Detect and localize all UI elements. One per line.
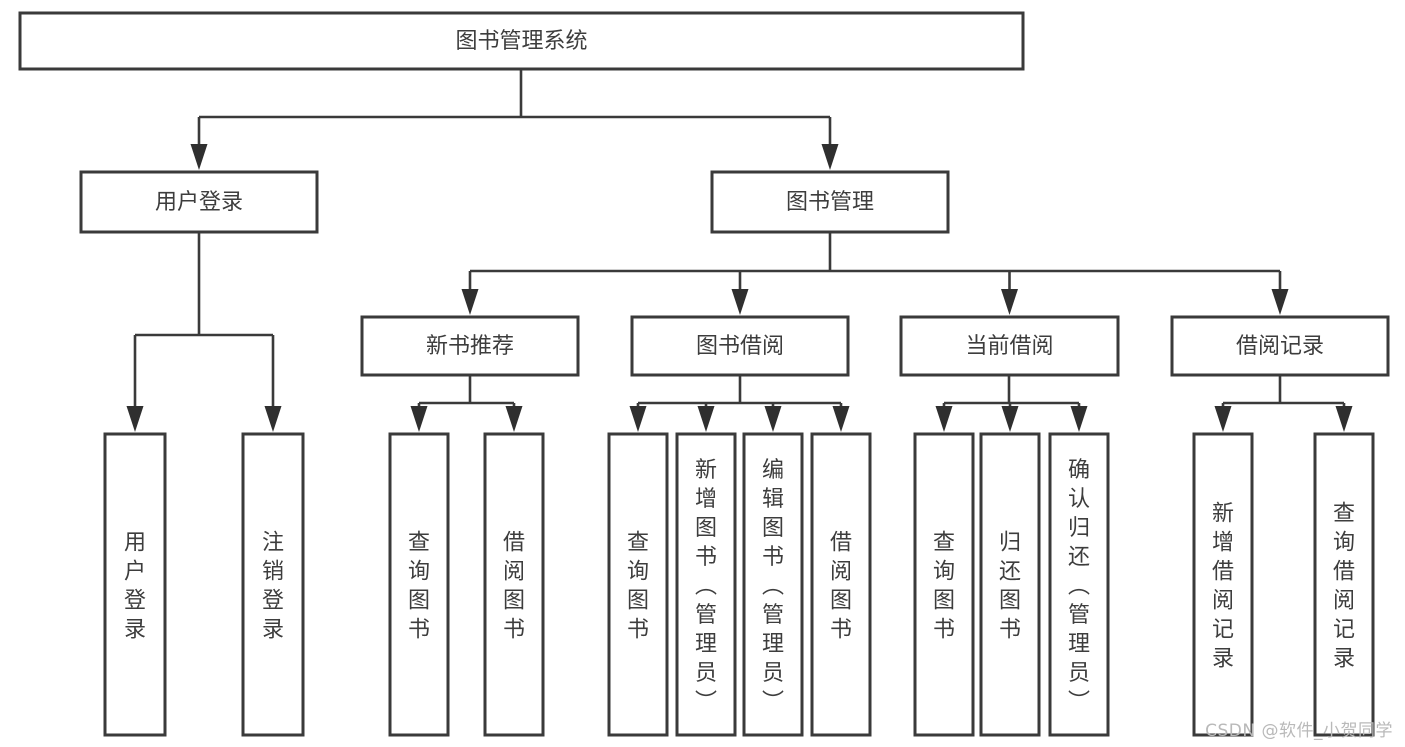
node-box[interactable] [1048,432,1110,737]
node-label: 新增图书︵管理员︶ [695,458,717,715]
node-box[interactable] [388,432,450,737]
node-label: 借阅记录 [1236,334,1324,359]
node-leaf-查询图书-4[interactable]: 查询图书 [607,432,669,737]
node-leaf-借阅图书-7[interactable]: 借阅图书 [810,432,872,737]
connector-group-借阅记录 [1214,375,1353,432]
arrow-head-icon [697,406,715,432]
arrow-head-icon [1001,406,1019,432]
arrow-head-icon [1271,289,1289,315]
node-box[interactable] [810,432,872,737]
node-box[interactable] [1170,315,1390,377]
node-label: 借阅图书 [503,531,525,643]
arrow-head-icon [764,406,782,432]
node-level3-新书推荐-0[interactable]: 新书推荐 [360,315,580,377]
node-box[interactable] [675,432,737,737]
node-box[interactable] [979,432,1041,737]
node-label: 注销登录 [262,531,284,643]
node-leaf-新增借阅记录-11[interactable]: 新增借阅记录 [1192,432,1254,737]
arrow-head-icon [1214,406,1232,432]
arrow-head-icon [505,406,523,432]
node-leaf-新增图书管理员-5[interactable]: 新增图书︵管理员︶ [675,432,737,737]
node-level2-图书管理-1[interactable]: 图书管理 [710,170,950,234]
arrow-head-icon [629,406,647,432]
node-label: 查询图书 [627,531,649,643]
node-leaf-确认归还管理员-10[interactable]: 确认归还︵管理员︶ [1048,432,1110,737]
node-level3-借阅记录-3[interactable]: 借阅记录 [1170,315,1390,377]
node-label: 新增借阅记录 [1212,502,1234,672]
arrow-head-icon [1070,406,1088,432]
node-label: 新书推荐 [426,334,514,359]
arrow-head-icon [935,406,953,432]
node-leaf-查询图书-2[interactable]: 查询图书 [388,432,450,737]
node-label: 归还图书 [999,531,1021,643]
node-leaf-查询图书-8[interactable]: 查询图书 [913,432,975,737]
arrow-head-icon [126,406,144,432]
node-box[interactable] [18,11,1025,71]
node-box[interactable] [607,432,669,737]
arrow-head-icon [1335,406,1353,432]
node-leaf-归还图书-9[interactable]: 归还图书 [979,432,1041,737]
node-leaf-查询借阅记录-12[interactable]: 查询借阅记录 [1313,432,1375,737]
node-label: 查询借阅记录 [1333,502,1355,672]
node-label: 图书管理 [786,190,874,215]
node-label: 用户登录 [155,190,243,215]
node-label: 确认归还︵管理员︶ [1068,458,1090,715]
node-box[interactable] [630,315,850,377]
node-box[interactable] [79,170,319,234]
node-layer: 图书管理系统用户登录图书管理新书推荐图书借阅当前借阅借阅记录用户登录注销登录查询… [18,11,1390,737]
node-leaf-编辑图书管理员-6[interactable]: 编辑图书︵管理员︶ [742,432,804,737]
node-box[interactable] [1192,432,1254,737]
node-box[interactable] [360,315,580,377]
connector-layer [126,69,1353,432]
connector-group-图书管理系统 [190,69,839,170]
connector-group-新书推荐 [410,375,523,432]
node-label: 查询图书 [933,531,955,643]
arrow-head-icon [821,144,839,170]
arrow-head-icon [190,144,208,170]
node-label: 当前借阅 [965,334,1053,359]
arrow-head-icon [410,406,428,432]
node-leaf-用户登录-0[interactable]: 用户登录 [103,432,167,737]
node-box[interactable] [899,315,1120,377]
csdn-watermark: CSDN @软件_小贺同学 [1205,721,1393,741]
node-label: 借阅图书 [830,531,852,643]
node-label: 编辑图书︵管理员︶ [762,458,784,715]
node-label: 用户登录 [124,531,146,643]
arrow-head-icon [461,289,479,315]
node-leaf-注销登录-1[interactable]: 注销登录 [241,432,305,737]
node-box[interactable] [241,432,305,737]
connector-group-图书管理 [461,232,1289,315]
node-label: 查询图书 [408,531,430,643]
node-box[interactable] [710,170,950,234]
arrow-head-icon [1001,289,1018,315]
connector-group-图书借阅 [629,375,850,432]
node-box[interactable] [913,432,975,737]
node-level2-用户登录-0[interactable]: 用户登录 [79,170,319,234]
node-label: 图书管理系统 [455,29,587,54]
arrow-head-icon [731,289,749,315]
node-box[interactable] [483,432,545,737]
node-level3-图书借阅-1[interactable]: 图书借阅 [630,315,850,377]
node-box[interactable] [103,432,167,737]
arrow-head-icon [264,406,282,432]
node-box[interactable] [742,432,804,737]
arrow-head-icon [832,406,850,432]
node-leaf-借阅图书-3[interactable]: 借阅图书 [483,432,545,737]
node-level3-当前借阅-2[interactable]: 当前借阅 [899,315,1120,377]
node-root-图书管理系统[interactable]: 图书管理系统 [18,11,1025,71]
node-box[interactable] [1313,432,1375,737]
connector-group-当前借阅 [935,375,1088,432]
node-label: 图书借阅 [696,334,784,359]
connector-group-用户登录 [126,232,282,432]
